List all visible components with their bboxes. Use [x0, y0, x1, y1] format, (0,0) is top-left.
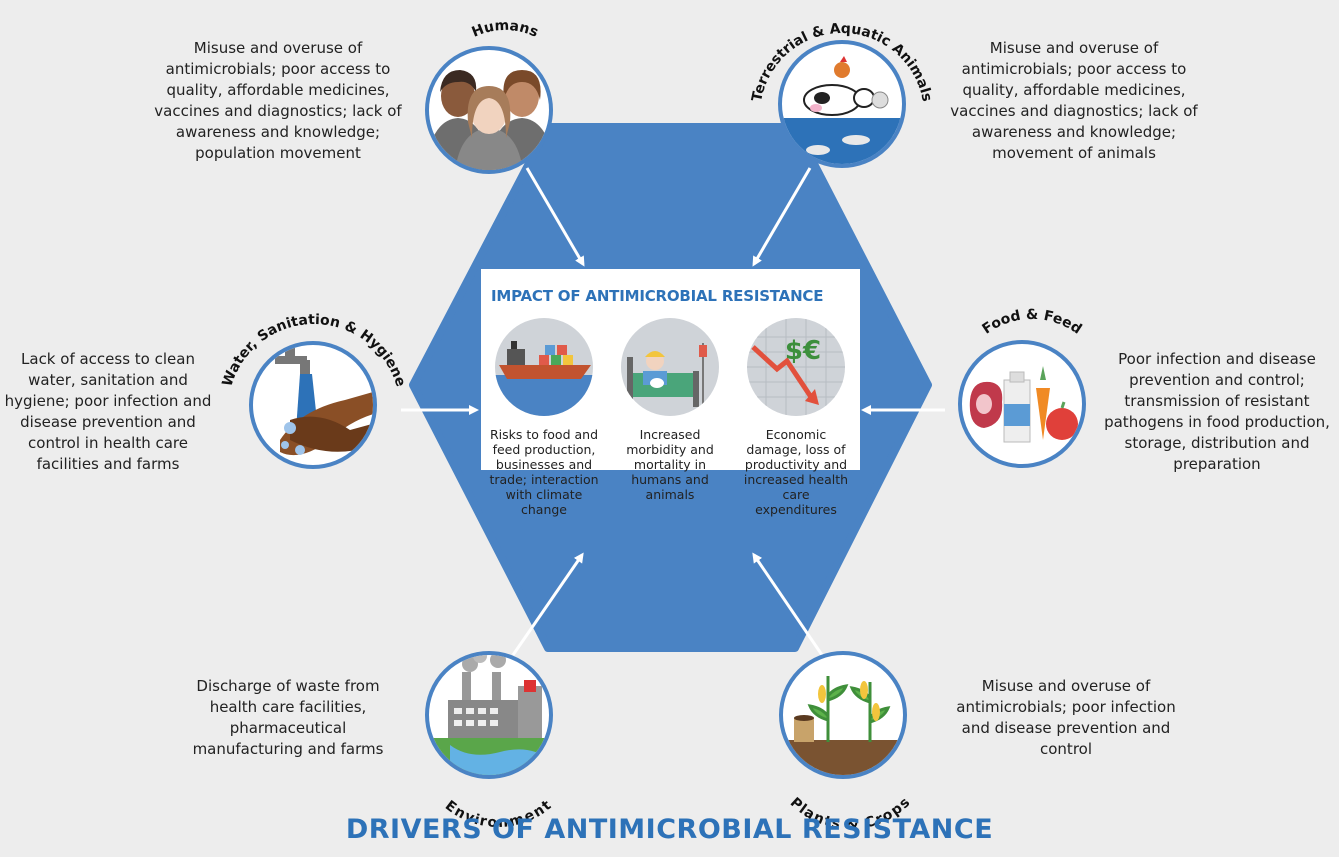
crops-icon — [779, 651, 907, 779]
impact-text-economy: Economic damage, loss of productivity an… — [743, 427, 849, 517]
economic-decline-chart-icon: $€ — [747, 318, 845, 416]
food-icon — [958, 340, 1086, 468]
humans-description: Misuse and overuse of antimicrobials; po… — [154, 39, 402, 162]
cargo-ship-icon — [495, 318, 593, 416]
plants-description: Misuse and overuse of antimicrobials; po… — [956, 677, 1176, 758]
label-food: Food & Feed — [979, 307, 1084, 338]
arrow-environment — [511, 552, 584, 656]
impact-icons: $€ — [495, 318, 845, 416]
sick-patient-bed-icon — [621, 318, 719, 416]
impact-box: IMPACT OF ANTIMICROBIAL RESISTANCE — [481, 269, 860, 517]
food-description: Poor infection and disease prevention an… — [1104, 350, 1330, 473]
drivers-footer-title: DRIVERS OF ANTIMICROBIAL RESISTANCE — [345, 814, 994, 845]
environment-description: Discharge of waste from health care faci… — [192, 677, 384, 758]
driver-arrows — [401, 167, 945, 656]
currency-symbols: $€ — [785, 336, 821, 366]
arrow-animals — [752, 167, 812, 267]
arrow-plants — [752, 552, 824, 656]
impact-title: IMPACT OF ANTIMICROBIAL RESISTANCE — [491, 287, 824, 305]
people-icon — [425, 46, 553, 174]
animals-icon — [778, 40, 906, 168]
handwashing-icon — [249, 341, 377, 469]
factory-icon — [425, 651, 553, 779]
impact-text-health: Increased morbidity and mortality in hum… — [626, 427, 714, 502]
label-humans: Humans — [470, 18, 541, 41]
animals-description: Misuse and overuse of antimicrobials; po… — [950, 39, 1198, 162]
water-description: Lack of access to clean water, sanitatio… — [4, 350, 212, 473]
arrow-humans — [525, 167, 585, 267]
impact-text-trade: Risks to food and feed production, busin… — [489, 427, 599, 517]
